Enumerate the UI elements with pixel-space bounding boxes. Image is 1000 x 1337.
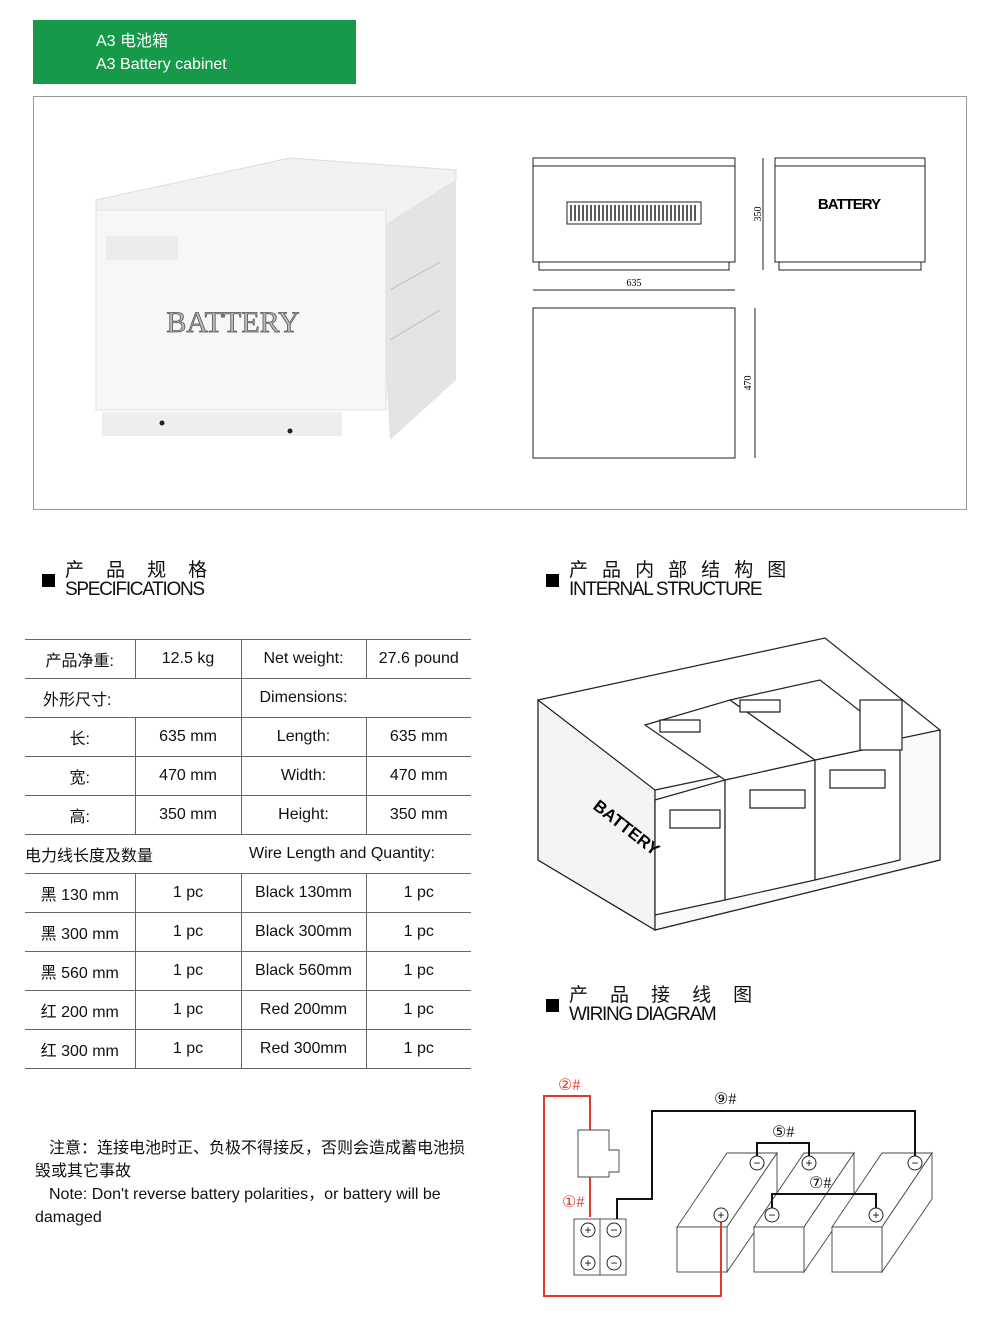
cell: 产品净重: bbox=[25, 639, 135, 679]
cell: 12.5 kg bbox=[134, 639, 241, 679]
svg-text:+: + bbox=[872, 1208, 879, 1222]
cell: 350 mm bbox=[365, 795, 471, 835]
cell: 1 pc bbox=[365, 951, 471, 991]
cell: Net weight: bbox=[240, 639, 366, 679]
cell: Wire Length and Quantity: bbox=[241, 834, 471, 874]
cell: 1 pc bbox=[134, 873, 241, 913]
cell: Black 300mm bbox=[240, 912, 366, 952]
heading-cn: 产 品 内 部 结 构 图 bbox=[569, 559, 791, 581]
wire-label-1: ①# bbox=[562, 1194, 584, 1211]
cell: Black 560mm bbox=[240, 951, 366, 991]
svg-text:+: + bbox=[717, 1208, 724, 1222]
product-photo: BATTERY bbox=[95, 157, 457, 440]
cell: 1 pc bbox=[365, 1029, 471, 1069]
title-banner: A3 电池箱 A3 Battery cabinet bbox=[33, 20, 356, 84]
heading-en: SPECIFICATIONS bbox=[65, 579, 205, 600]
wire-label-2: ②# bbox=[558, 1077, 580, 1094]
svg-text:+: + bbox=[584, 1256, 591, 1270]
cell: 高: bbox=[25, 795, 135, 835]
cell: 1 pc bbox=[134, 1029, 241, 1069]
note-en: Note: Don't reverse battery polarities，o… bbox=[35, 1186, 441, 1226]
drawing-label: BATTERY bbox=[818, 196, 881, 213]
cell: Red 300mm bbox=[240, 1029, 366, 1069]
internal-structure-drawing: BATTERY bbox=[537, 637, 941, 932]
cell: Dimensions: bbox=[240, 678, 471, 718]
cell: 1 pc bbox=[134, 990, 241, 1030]
cell: 27.6 pound bbox=[365, 639, 471, 679]
heading-en: WIRING DIAGRAM bbox=[569, 1004, 717, 1025]
table-row: 外形尺寸:Dimensions: bbox=[25, 678, 471, 718]
cell: 1 pc bbox=[134, 951, 241, 991]
cell: 外形尺寸: bbox=[25, 678, 241, 718]
cell: 宽: bbox=[25, 756, 135, 796]
cell: 470 mm bbox=[365, 756, 471, 796]
photo-label: BATTERY bbox=[166, 306, 299, 339]
polarity-note: 注意：连接电池时正、负极不得接反，否则会造成蓄电池损毁或其它事故 Note: D… bbox=[35, 1137, 475, 1229]
dimension-drawing: 635 350 470 BATTERY bbox=[532, 157, 926, 459]
dim-width: 470 bbox=[743, 376, 754, 391]
svg-text:−: − bbox=[911, 1156, 918, 1170]
cell: Width: bbox=[240, 756, 366, 796]
svg-text:−: − bbox=[610, 1223, 617, 1237]
svg-text:−: − bbox=[753, 1156, 760, 1170]
heading-cn: 产 品 规 格 bbox=[65, 559, 216, 581]
bullet-square-icon bbox=[42, 573, 55, 587]
note-cn: 注意：连接电池时正、负极不得接反，否则会造成蓄电池损毁或其它事故 bbox=[35, 1140, 466, 1180]
cell: 350 mm bbox=[134, 795, 241, 835]
cell: 红 200 mm bbox=[25, 990, 135, 1030]
product-frame bbox=[33, 96, 967, 510]
svg-text:−: − bbox=[610, 1256, 617, 1270]
terminal-icons bbox=[580, 1155, 923, 1271]
bullet-square-icon bbox=[546, 998, 559, 1012]
dim-height: 350 bbox=[753, 207, 764, 222]
cell: 红 300 mm bbox=[25, 1029, 135, 1069]
svg-text:+: + bbox=[805, 1156, 812, 1170]
cell: 黑 560 mm bbox=[25, 951, 135, 991]
cell: 1 pc bbox=[365, 912, 471, 952]
svg-text:+: + bbox=[584, 1223, 591, 1237]
wire-label-5: ⑤# bbox=[772, 1124, 794, 1141]
heading-cn: 产 品 接 线 图 bbox=[569, 984, 761, 1006]
wire-label-7: ⑦# bbox=[809, 1175, 831, 1192]
cell: 635 mm bbox=[134, 717, 241, 757]
bullet-square-icon bbox=[546, 573, 559, 587]
cell: Red 200mm bbox=[240, 990, 366, 1030]
cell: 1 pc bbox=[365, 990, 471, 1030]
cell: 长: bbox=[25, 717, 135, 757]
title-en: A3 Battery cabinet bbox=[96, 56, 227, 73]
title-cn: A3 电池箱 bbox=[96, 33, 169, 50]
dim-length: 635 bbox=[627, 278, 642, 289]
svg-text:−: − bbox=[768, 1208, 775, 1222]
wire-label-9: ⑨# bbox=[714, 1091, 736, 1108]
cell: Length: bbox=[240, 717, 366, 757]
heading-en: INTERNAL STRUCTURE bbox=[569, 579, 763, 600]
